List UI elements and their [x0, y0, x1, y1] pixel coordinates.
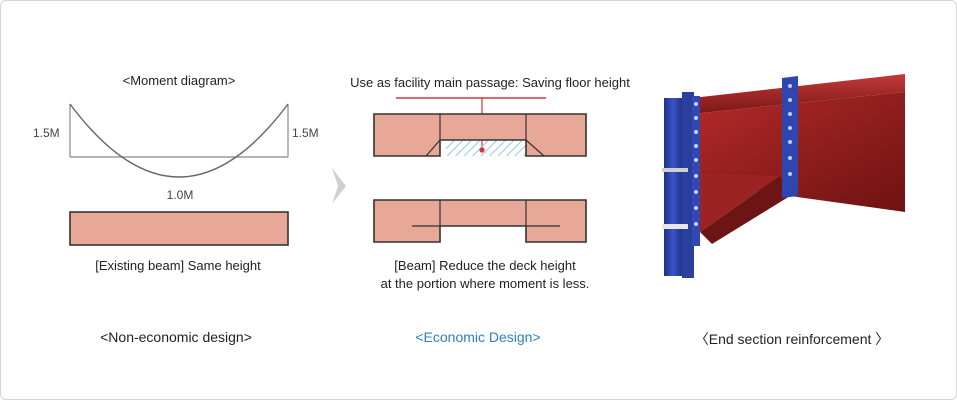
beam-caption-line1: [Beam] Reduce the deck height [394, 258, 576, 273]
beam-top [373, 113, 587, 157]
beam-caption-line2: at the portion where moment is less. [380, 276, 590, 291]
passage-hatch [446, 140, 526, 156]
economic-design-caption: <Economic Design> [415, 329, 541, 345]
existing-beam-caption: [Existing beam] Same height [95, 258, 261, 273]
end-section-reinforcement-caption: 〈End section reinforcement 〉 [694, 331, 890, 347]
moment-diagram [69, 103, 289, 178]
steel-connection-illustration [662, 74, 905, 278]
non-economic-design-caption: <Non-economic design> [100, 329, 252, 345]
moment-diagram-title: <Moment diagram> [122, 73, 236, 88]
existing-beam [69, 211, 289, 246]
moment-label-right: 1.5M [292, 126, 319, 140]
moment-label-center: 1.0M [166, 188, 194, 202]
moment-curve [69, 103, 289, 178]
moment-label-left: 1.5M [33, 126, 60, 140]
facility-passage-label: Use as facility main passage: Saving flo… [350, 75, 630, 90]
arrow-icon [332, 168, 346, 204]
beam-bottom [373, 199, 587, 243]
